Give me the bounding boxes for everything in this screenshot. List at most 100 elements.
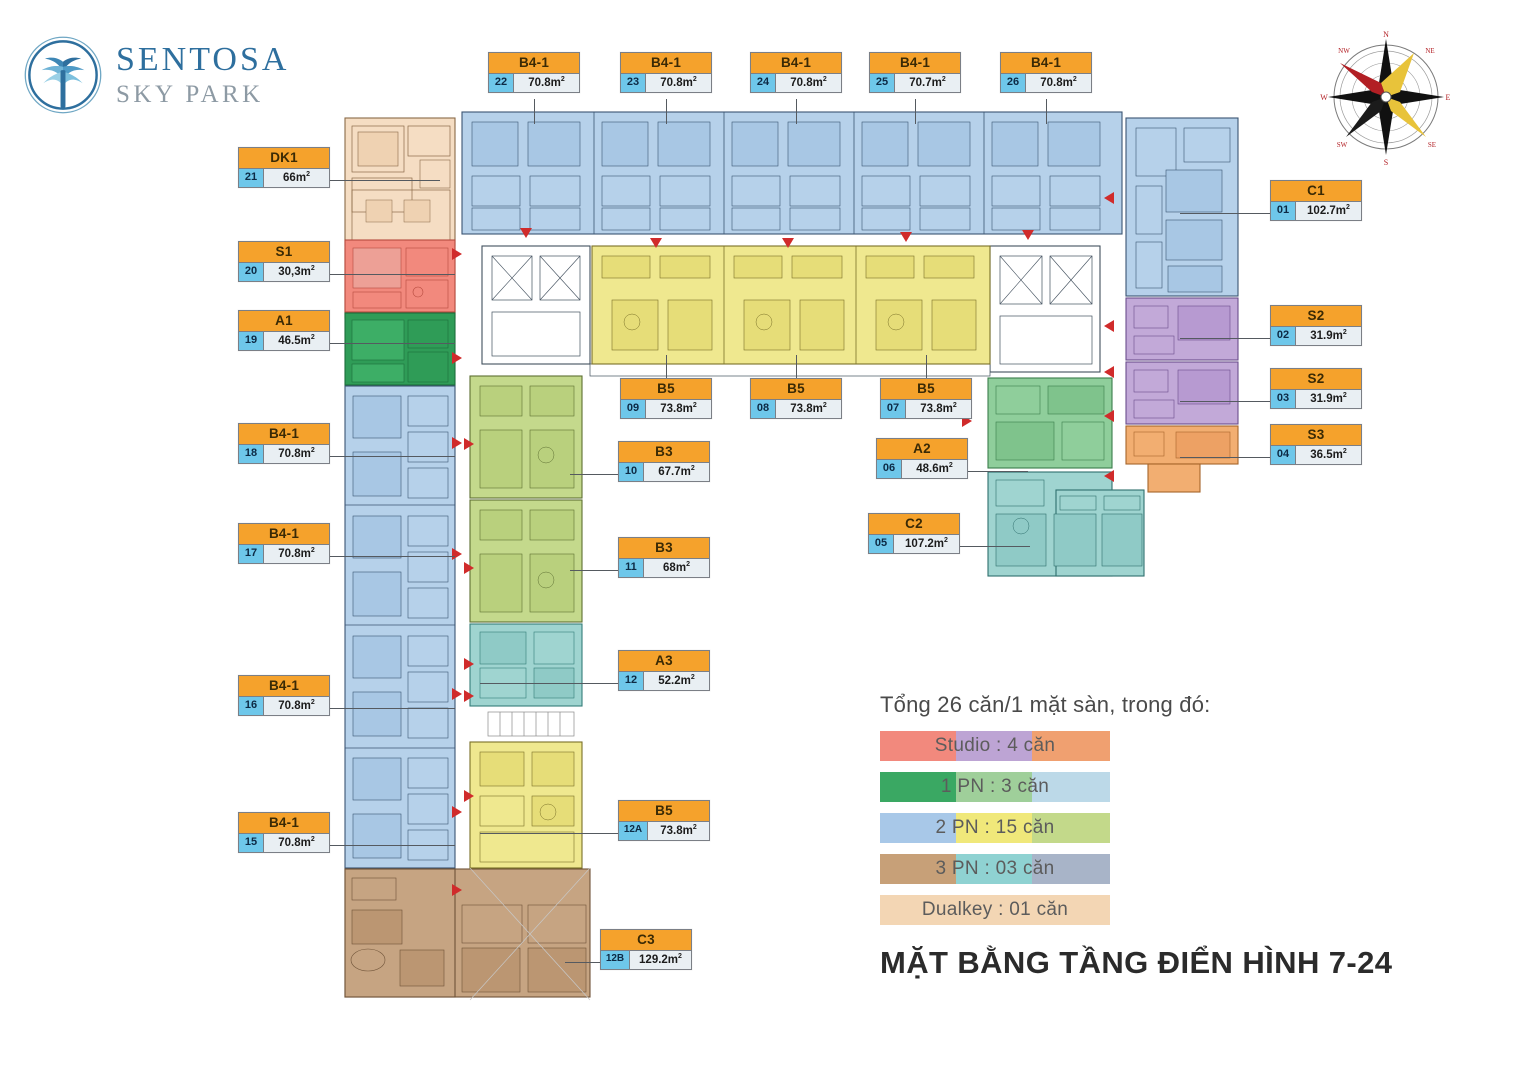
leader-line	[480, 683, 618, 684]
unit-code: B4-1	[239, 424, 329, 445]
legend-label: 2 PN : 15 căn	[935, 817, 1055, 838]
leader-line	[666, 355, 667, 379]
unit-code: DK1	[239, 148, 329, 169]
legend-row-4: Dualkey : 01 căn	[880, 895, 1110, 925]
legend-label: Dualkey : 01 căn	[921, 899, 1069, 920]
unit-area: 30,3m2	[278, 265, 315, 278]
leader-line	[565, 962, 600, 963]
unit-area: 70.8m2	[660, 76, 697, 89]
unit-block-c3	[344, 868, 591, 998]
unit-number: 20	[239, 263, 264, 281]
unit-area: 73.8m2	[660, 824, 697, 837]
unit-area: 70.8m2	[278, 547, 315, 560]
unit-area: 70.7m2	[909, 76, 946, 89]
svg-text:SE: SE	[1428, 141, 1436, 149]
unit-block-c1	[1125, 117, 1239, 297]
unit-code: B3	[619, 442, 709, 463]
unit-number: 09	[621, 400, 646, 418]
legend-label: 1 PN : 3 căn	[940, 776, 1050, 797]
unit-area: 70.8m2	[528, 76, 565, 89]
unit-area: 70.8m2	[278, 447, 315, 460]
unit-code: B5	[621, 379, 711, 400]
unit-block-a2	[987, 377, 1113, 469]
leader-line	[926, 355, 927, 379]
unit-block-s3	[1125, 425, 1239, 493]
unit-number: 16	[239, 697, 264, 715]
unit-number: 10	[619, 463, 644, 481]
leader-line	[1180, 213, 1270, 214]
unit-area: 70.8m2	[278, 836, 315, 849]
unit-block-b41-top	[461, 111, 1123, 235]
legend-headline: Tổng 26 căn/1 mặt sàn, trong đó:	[880, 692, 1211, 717]
unit-code: B3	[619, 538, 709, 559]
leader-line	[960, 546, 1030, 547]
unit-area: 68m2	[663, 561, 690, 574]
unit-area: 70.8m2	[790, 76, 827, 89]
leader-line	[1046, 99, 1047, 124]
unit-number: 03	[1271, 390, 1296, 408]
unit-block-c2	[987, 471, 1145, 577]
unit-block-b5-12a	[469, 741, 583, 869]
unit-area: 46.5m2	[278, 334, 315, 347]
leader-line	[1180, 457, 1270, 458]
unit-number: 24	[751, 74, 776, 92]
leader-line	[480, 833, 618, 834]
unit-block-s2-03	[1125, 361, 1239, 425]
unit-number: 18	[239, 445, 264, 463]
unit-code: A3	[619, 651, 709, 672]
leader-line	[796, 355, 797, 379]
unit-area: 73.8m2	[920, 402, 957, 415]
leader-line	[330, 343, 455, 344]
unit-number: 15	[239, 834, 264, 852]
leader-line	[1180, 338, 1270, 339]
unit-area: 70.8m2	[1040, 76, 1077, 89]
unit-number: 02	[1271, 327, 1296, 345]
unit-code: C1	[1271, 181, 1361, 202]
unit-area: 129.2m2	[639, 953, 682, 966]
brand-line-1: SENTOSA	[116, 41, 290, 78]
unit-area: 70.8m2	[278, 699, 315, 712]
svg-text:NW: NW	[1338, 47, 1350, 55]
unit-block-a3	[469, 623, 583, 707]
svg-text:NE: NE	[1425, 47, 1434, 55]
unit-code: S3	[1271, 425, 1361, 446]
unit-number: 26	[1001, 74, 1026, 92]
unit-code: B4-1	[621, 53, 711, 74]
legend-row-3: 3 PN : 03 căn	[880, 854, 1110, 884]
unit-number: 07	[881, 400, 906, 418]
svg-text:E: E	[1446, 93, 1451, 102]
unit-code: S1	[239, 242, 329, 263]
unit-area: 31.9m2	[1310, 329, 1347, 342]
leader-line	[330, 556, 455, 557]
unit-code: B4-1	[870, 53, 960, 74]
unit-number: 12	[619, 672, 644, 690]
unit-number: 08	[751, 400, 776, 418]
